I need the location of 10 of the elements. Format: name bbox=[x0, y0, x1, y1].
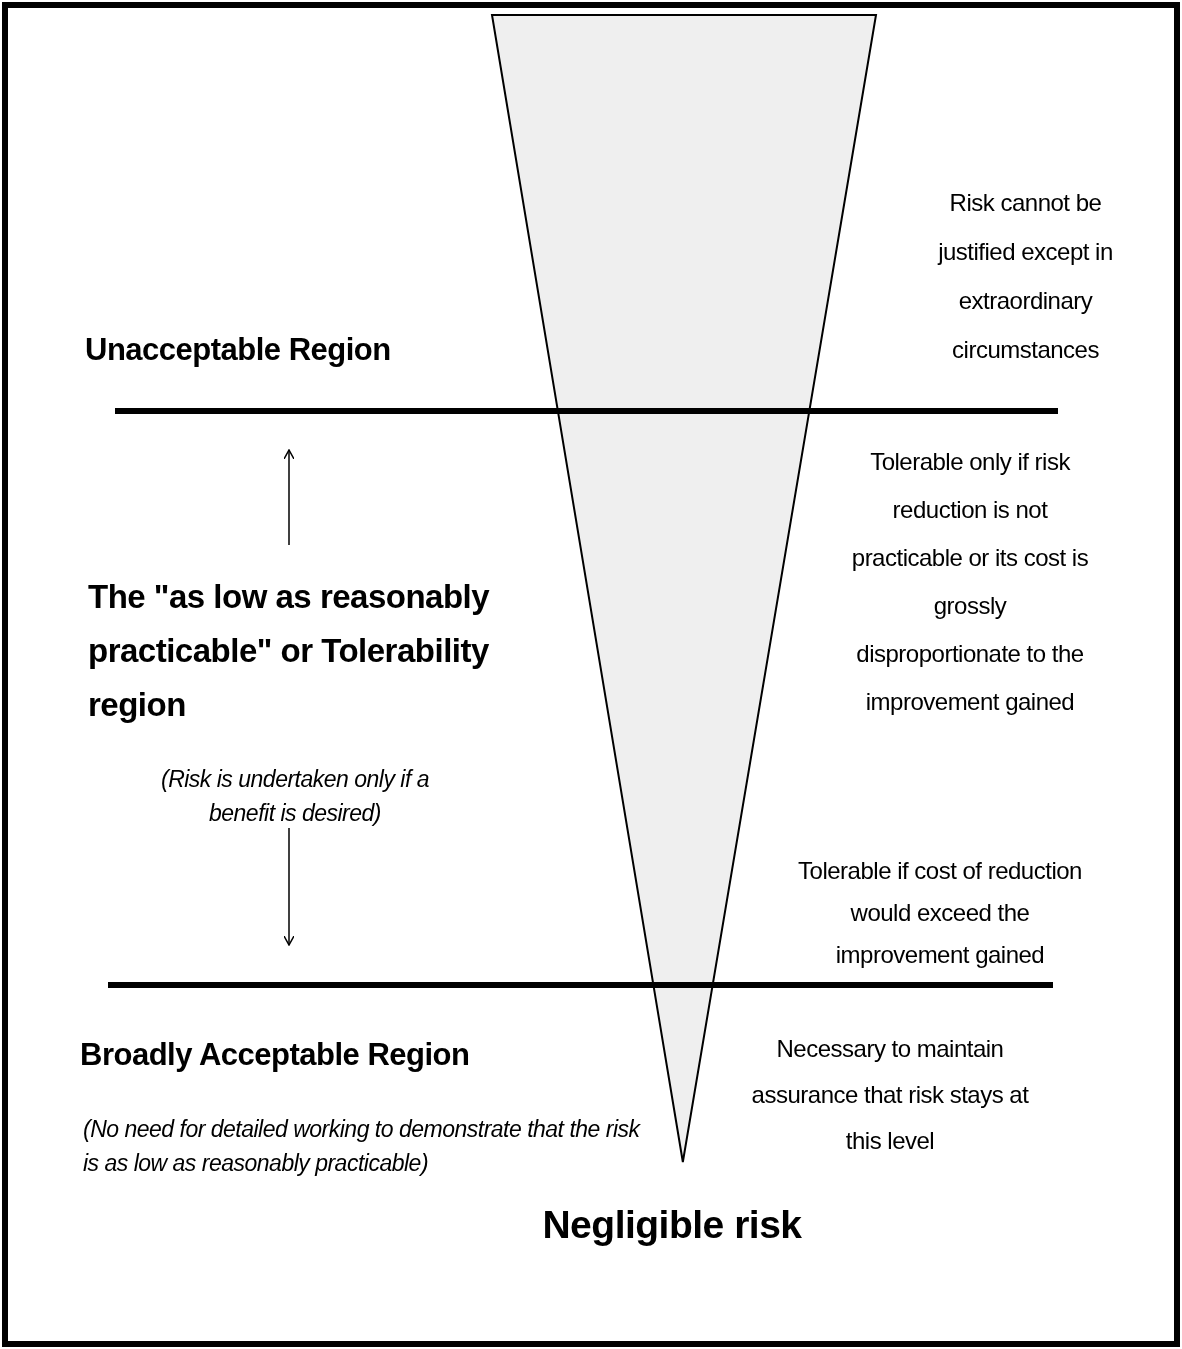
region-note: Tolerable if cost of reduction would exceed the improvement gained bbox=[797, 856, 1083, 970]
region-note: Necessary to maintain assurance that risk stays at this level bbox=[750, 1034, 1030, 1156]
region-note: Tolerable only if risk reduction is not practicable or its cost is grossly disproportionate to the improvement gained bbox=[850, 447, 1090, 717]
region-heading: Broadly Acceptable Region bbox=[80, 1036, 471, 1074]
region-heading: Unacceptable Region bbox=[85, 331, 392, 369]
bottom-label: Negligible risk bbox=[541, 1202, 803, 1248]
region-note: (Risk is undertaken only if a benefit is desired) bbox=[160, 765, 430, 828]
region-note: (No need for detailed working to demonstrate that the risk is as low as reasonably practicable) bbox=[83, 1115, 642, 1178]
region-note: Risk cannot be justified except in extraordinary circumstances bbox=[936, 188, 1114, 365]
region-heading: The "as low as reasonably practicable" or Tolerability region bbox=[88, 577, 491, 725]
